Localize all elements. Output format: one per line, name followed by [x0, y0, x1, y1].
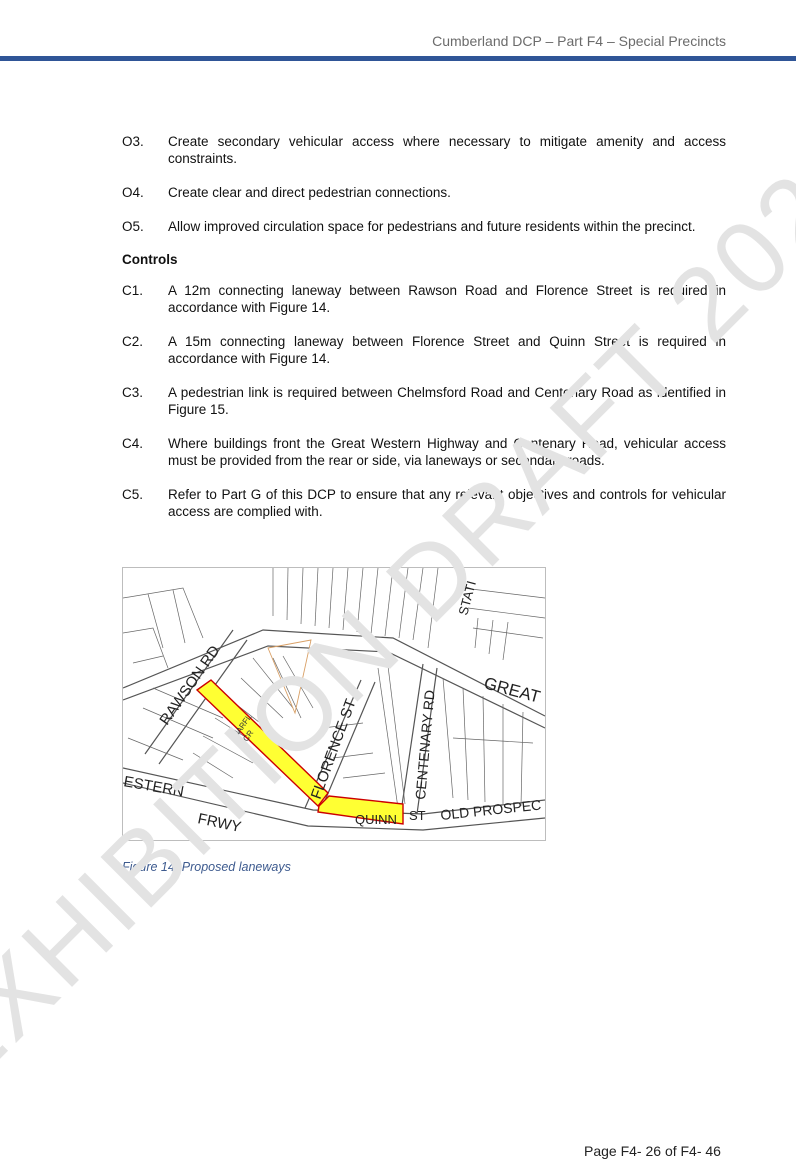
old-prospect-label: OLD PROSPEC: [440, 796, 542, 822]
objective-number: O4.: [122, 185, 144, 200]
control-number: C1.: [122, 283, 144, 298]
figure-caption: Figure 14: Proposed laneways: [122, 860, 291, 874]
objective-number: O3.: [122, 134, 144, 149]
station-label: STATI: [455, 579, 479, 617]
map-drawing: RAWSON RD FLORENCE ST CENTENARY RD GREAT…: [123, 568, 545, 836]
control-number: C4.: [122, 436, 144, 451]
laneway-12m: [195, 679, 329, 808]
parcel-outline: [267, 639, 312, 715]
objective-number: O5.: [122, 219, 144, 234]
control-number: C5.: [122, 487, 144, 502]
quinn-label: QUINN: [355, 812, 397, 827]
frwy-label: FRWY: [196, 810, 242, 836]
control-text: A 15m connecting laneway between Florenc…: [168, 334, 726, 366]
lot-lines: [123, 568, 545, 809]
controls-heading: Controls: [122, 252, 178, 267]
objective-o5: O5. Allow improved circulation space for…: [122, 218, 726, 235]
page-number-footer: Page F4- 26 of F4- 46: [584, 1143, 721, 1159]
st-label: ST: [409, 808, 426, 823]
laneway-15m: [317, 795, 404, 825]
control-number: C2.: [122, 334, 144, 349]
control-number: C3.: [122, 385, 144, 400]
road-edges: [123, 629, 545, 831]
control-text: Where buildings front the Great Western …: [168, 436, 726, 468]
header-rule: [0, 56, 796, 61]
objective-text: Create clear and direct pedestrian conne…: [168, 185, 451, 200]
florence-st-label: FLORENCE ST: [308, 697, 360, 801]
objective-text: Create secondary vehicular access where …: [168, 134, 726, 166]
western-label: ESTERN: [123, 773, 185, 800]
control-c5: C5. Refer to Part G of this DCP to ensur…: [122, 486, 726, 520]
control-c4: C4. Where buildings front the Great West…: [122, 435, 726, 469]
objective-o3: O3. Create secondary vehicular access wh…: [122, 133, 726, 167]
control-c2: C2. A 15m connecting laneway between Flo…: [122, 333, 726, 367]
control-c1: C1. A 12m connecting laneway between Raw…: [122, 282, 726, 316]
running-header: Cumberland DCP – Part F4 – Special Preci…: [432, 33, 726, 49]
objective-text: Allow improved circulation space for ped…: [168, 219, 696, 234]
laneway-map-figure: RAWSON RD FLORENCE ST CENTENARY RD GREAT…: [122, 567, 546, 841]
control-text: Refer to Part G of this DCP to ensure th…: [168, 487, 726, 519]
control-text: A pedestrian link is required between Ch…: [168, 385, 726, 417]
objective-o4: O4. Create clear and direct pedestrian c…: [122, 184, 726, 201]
control-text: A 12m connecting laneway between Rawson …: [168, 283, 726, 315]
centenary-rd-label: CENTENARY RD: [412, 689, 438, 800]
control-c3: C3. A pedestrian link is required betwee…: [122, 384, 726, 418]
